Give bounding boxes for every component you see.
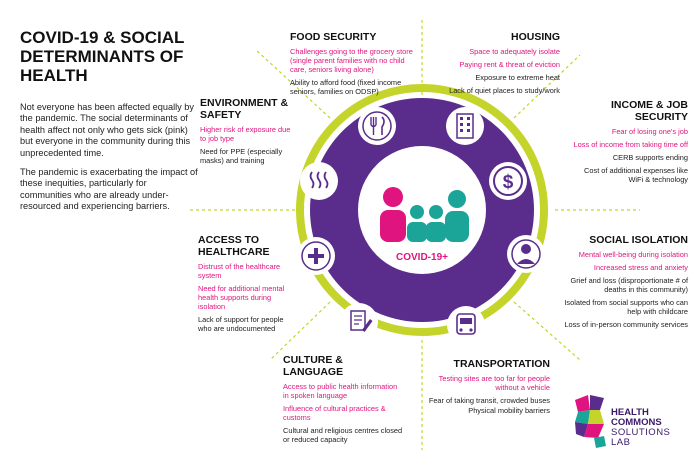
pink-point: Increased stress and anxiety <box>593 263 688 272</box>
pink-point: Paying rent & threat of eviction <box>459 60 560 69</box>
dark-point: Need for PPE (especially masks) and trai… <box>200 147 283 165</box>
outer-ring <box>296 84 548 336</box>
dark-point: Loss of in-person community services <box>564 320 688 329</box>
dark-point: Grief and loss (disproportionate # of de… <box>570 276 689 294</box>
pink-point: Mental well-being during isolation <box>578 250 688 259</box>
intro-text: Not everyone has been affected equally b… <box>20 102 200 221</box>
document-pen-icon <box>340 303 378 341</box>
svg-text:$: $ <box>503 172 514 193</box>
dollar-icon: $ <box>489 162 527 200</box>
section-title: TRANSPORTATION <box>453 358 550 370</box>
logo-line: HEALTH <box>611 407 649 418</box>
section-housing: HOUSING Space to adequately isolate Payi… <box>440 31 560 99</box>
dark-point: Lack of quiet places to study/work <box>449 86 560 95</box>
dark-point: Cost of additional expenses like WiFi & … <box>584 166 688 184</box>
pink-point: Challenges going to the grocery store (s… <box>290 47 413 74</box>
center-label: COVID-19+ <box>396 252 448 263</box>
section-title: ENVIRONMENT & SAFETY <box>200 97 289 121</box>
section-social-isolation: SOCIAL ISOLATION Mental well-being durin… <box>560 234 688 333</box>
logo-text: HEALTH COMMONS SOLUTIONS LAB <box>611 408 670 448</box>
dark-point: Fear of taking transit, crowded buses <box>428 396 550 405</box>
section-title: FOOD SECURITY <box>290 31 377 43</box>
dark-point: Lack of support for people who are undoc… <box>198 315 284 333</box>
pink-point: Access to public health information in s… <box>283 382 398 400</box>
dark-point: Exposure to extreme heat <box>475 73 560 82</box>
section-access-healthcare: ACCESS TO HEALTHCARE Distrust of the hea… <box>198 234 296 337</box>
section-culture-language: CULTURE & LANGUAGE Access to public heal… <box>283 354 403 448</box>
logo-mosaic-icon <box>575 395 606 448</box>
pink-point: Loss of income from taking time off <box>573 140 688 149</box>
section-title: ACCESS TO HEALTHCARE <box>198 234 270 258</box>
section-environment-safety: ENVIRONMENT & SAFETY Higher risk of expo… <box>200 97 292 169</box>
dark-point: Cultural and religious centres closed or… <box>283 426 403 444</box>
pink-point: Testing sites are too far for people wit… <box>438 374 550 392</box>
page-title: COVID-19 & SOCIAL DETERMINANTS OF HEALTH <box>20 28 185 85</box>
dark-point: CERB supports ending <box>612 153 688 162</box>
dark-point: Ability to afford food (fixed income sen… <box>290 78 402 96</box>
intro-paragraph-1: Not everyone has been affected equally b… <box>20 102 195 158</box>
logo-line: LAB <box>611 437 631 448</box>
section-title: HOUSING <box>510 31 560 43</box>
logo-line: COMMONS <box>611 417 662 428</box>
building-icon <box>446 107 484 145</box>
section-title: SOCIAL ISOLATION <box>589 234 688 246</box>
people-group-icon <box>380 187 469 242</box>
pink-point: Fear of losing one's job <box>611 127 688 136</box>
section-title: INCOME & JOB SECURITY <box>610 99 688 123</box>
logo-line: SOLUTIONS <box>611 427 671 438</box>
heat-waves-icon <box>300 162 338 200</box>
section-income-job-security: INCOME & JOB SECURITY Fear of losing one… <box>570 99 688 188</box>
pink-point: Space to adequately isolate <box>469 47 560 56</box>
pink-point: Need for additional mental health suppor… <box>198 284 285 311</box>
person-icon <box>507 235 545 273</box>
bus-icon <box>447 306 485 344</box>
pink-point: Distrust of the healthcare system <box>198 262 281 280</box>
section-title: CULTURE & LANGUAGE <box>283 354 344 378</box>
utensils-icon <box>358 107 396 145</box>
section-transportation: TRANSPORTATION Testing sites are too far… <box>426 358 550 419</box>
pink-point: Influence of cultural practices & custom… <box>283 404 386 422</box>
dark-point: Physical mobility barriers <box>468 406 550 415</box>
dark-point: Isolated from social supports who can he… <box>564 298 688 316</box>
section-food-security: FOOD SECURITY Challenges going to the gr… <box>290 31 418 100</box>
medical-cross-icon <box>297 237 335 275</box>
intro-paragraph-2: The pandemic is exacerbating the impact … <box>20 167 198 212</box>
pink-point: Higher risk of exposure due to job type <box>200 125 291 143</box>
